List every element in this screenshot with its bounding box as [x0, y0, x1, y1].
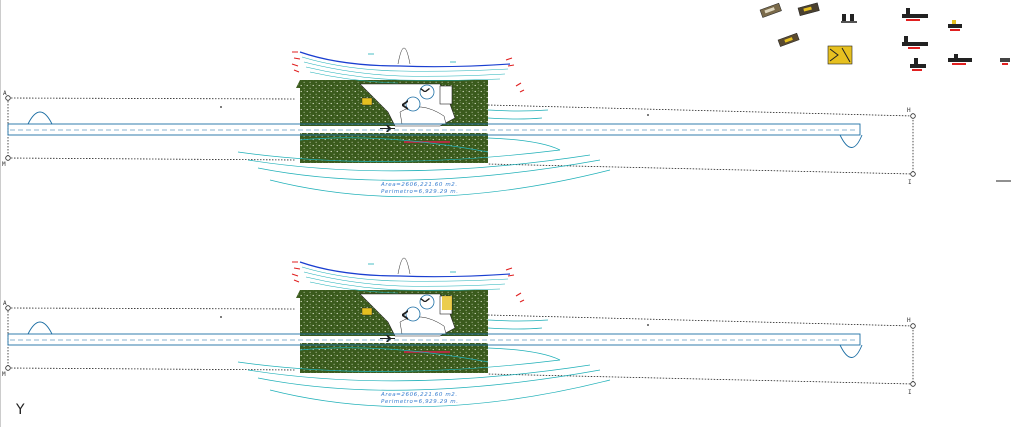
vehicle-symbol-icon	[910, 58, 926, 71]
aircraft-symbol-icon	[797, 2, 820, 17]
corner-label-a: A	[3, 90, 7, 97]
corner-label-h: H	[907, 317, 911, 324]
vehicle-symbol-icon	[1000, 58, 1010, 65]
perimeter-text: Perimetro=6,929.29 m.	[381, 189, 459, 195]
corner-label-i: I	[908, 389, 912, 396]
corner-label-a: A	[3, 300, 7, 307]
vehicle-symbol-icon	[841, 14, 857, 23]
site-plan-upper: A M H I Area=2606,221.60 m2. Perimetro=6…	[2, 47, 917, 198]
corner-label-i: I	[908, 179, 912, 186]
aircraft-symbol-icon	[759, 2, 782, 18]
aircraft-symbol-icon	[777, 32, 800, 47]
vehicle-symbol-icon	[948, 54, 972, 65]
block-symbols-legend	[759, 2, 1010, 71]
corner-label-m: M	[2, 371, 6, 378]
corner-label-m: M	[2, 161, 6, 168]
terminal-detail-block	[442, 296, 452, 310]
vehicle-symbol-icon	[948, 20, 962, 31]
area-text: Area=2606,221.60 m2.	[380, 392, 458, 398]
area-text: Area=2606,221.60 m2.	[380, 182, 458, 188]
vehicle-symbol-icon	[902, 36, 928, 49]
y-axis-label: Y	[16, 402, 25, 418]
ground-equipment-icon	[827, 45, 853, 65]
corner-label-h: H	[907, 107, 911, 114]
vehicle-symbol-icon	[902, 8, 928, 21]
perimeter-text: Perimetro=6,929.29 m.	[381, 399, 459, 405]
site-plan-lower: A M H I Area=2606,221.60 m2. Perimetro=6…	[2, 257, 917, 408]
